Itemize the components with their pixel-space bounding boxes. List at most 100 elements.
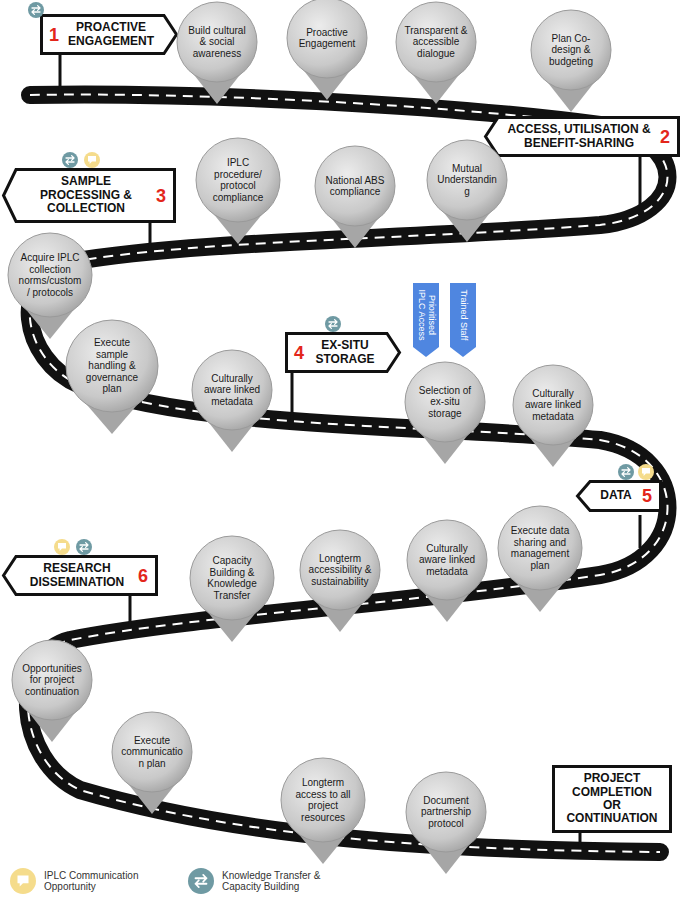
stage-sign: SAMPLE PROCESSING & COLLECTION3 [2,168,176,223]
map-pin: Plan Co-design & budgeting [530,9,612,113]
knowledge-transfer-icon [62,152,78,168]
stage-number: 5 [642,487,652,505]
map-pin: Longterm access to all project resources [280,757,366,865]
pin-label: Build cultural & social awareness [185,25,249,60]
sign-post [639,515,642,548]
pin-label: IPLC procedure/ protocol compliance [206,157,270,203]
map-pin: Culturally aware linked metadata [512,364,594,468]
legend-icon [8,866,38,896]
stage-sign: PROACTIVE ENGAGEMENT1 [40,14,178,55]
map-pin: Transparent & accessible dialogue [395,1,477,105]
pin-label: Longterm accessibility & sustainability [308,553,372,588]
pin-head [315,146,395,226]
map-pin: Execute communication plan [111,711,193,815]
iplc-communication-icon [638,464,654,480]
legend-label: IPLC Communication Opportunity [44,870,156,893]
knowledge-transfer-icon [28,2,44,18]
pin-head [112,712,192,792]
flag-tag: Trained Staff [450,283,476,357]
iplc-communication-icon [54,539,70,555]
map-pin: Execute sample handling & governance pla… [65,319,159,435]
pin-head [406,772,486,852]
pin-head [192,350,272,430]
map-pin: Longterm accessibility & sustainability [299,529,381,633]
stage-title: ACCESS, UTILISATION & BENEFIT-SHARING [504,123,654,150]
pin-head [407,520,487,600]
pin-label: Longterm access to all project resources [291,777,355,823]
iplc-communication-icon [54,539,70,555]
sign-outline [4,170,175,222]
pin-head [8,233,92,317]
knowledge-transfer-icon [76,539,92,555]
legend-swatch [10,868,36,894]
pin-label: Transparent & accessible dialogue [404,25,468,60]
stage-number: 6 [138,567,148,585]
stage-title: DATA [596,489,636,502]
tag-label: Trained Staff [458,287,468,343]
map-pin: Culturally aware linked metadata [406,519,488,623]
stage-sign: RESEARCH DISSEMINATION6 [2,555,158,596]
pin-head [190,536,274,620]
stage-number: 3 [156,187,166,205]
sign-outline [554,767,671,832]
pin-head [287,0,367,78]
pin-head [396,2,476,82]
map-pin: Acquire IPLC collection norms/custom/ pr… [7,232,93,340]
pin-head [513,365,593,445]
pin-label: Capacity Building & Knowledge Transfer [200,555,264,601]
legend-entry: Knowledge Transfer & Capacity Building [186,866,334,896]
map-pin: Execute data sharing and management plan [497,505,583,613]
sign-post [291,365,294,425]
icon-glyph [329,320,337,329]
tag-label: Prioritised IPLC Access [416,287,436,343]
map-pin: National ABS compliance [314,145,396,249]
map-pin: Selection of ex-situ storage [404,361,486,465]
pin-head [498,506,582,590]
map-pin: Mutual Understanding [426,139,508,243]
pin-head [196,138,280,222]
pin-label: Plan Co-design & budgeting [539,33,603,68]
pin-label: Execute communication plan [120,735,184,770]
map-pin: IPLC procedure/ protocol compliance [195,137,281,245]
legend-entry: IPLC Communication Opportunity [8,866,156,896]
knowledge-transfer-icon [618,464,634,480]
legend-glyph [18,876,29,887]
legend-icon [186,866,216,896]
iplc-communication-icon [84,152,100,168]
pin-label: Execute sample handling & governance pla… [80,337,144,395]
knowledge-transfer-icon [325,316,341,332]
pin-label: Culturally aware linked metadata [200,373,264,408]
stage-number: 4 [294,344,304,362]
stage-title: PROACTIVE ENGAGEMENT [65,21,157,48]
icon-glyph [32,6,40,15]
pin-head [12,640,92,720]
pin-head [66,320,158,412]
pin-label: Document partnership protocol [414,795,478,830]
icon-glyph [58,543,66,551]
tag-shape [413,283,439,357]
map-pin: Document partnership protocol [405,771,487,875]
pin-head [405,362,485,442]
pin-label: Culturally aware linked metadata [521,388,585,423]
sign-outline [578,482,661,511]
sign-outline [287,334,400,372]
stage-title: PROJECT COMPLETION OR CONTINUATION [562,772,662,826]
iplc-communication-icon [638,464,654,480]
legend-swatch [188,868,214,894]
stage-sign: EX-SITU STORAGE 4 [285,332,401,373]
pin-label: Mutual Understanding [435,163,499,198]
pin-head [427,140,507,220]
map-pin: Capacity Building & Knowledge Transfer [189,535,275,643]
icon-glyph [642,468,650,476]
sign-outline [42,16,177,54]
knowledge-transfer-icon [325,316,341,332]
map-pin: Culturally aware linked metadata [191,349,273,453]
pin-label: Execute data sharing and management plan [508,525,572,571]
stage-title: EX-SITU STORAGE [310,339,380,366]
pin-shape [286,0,368,101]
icon-glyph [88,156,96,164]
map-pin: Opportunities for project continuation [11,639,93,743]
stage-sign: PROJECT COMPLETION OR CONTINUATION [552,765,672,833]
icon-glyph [66,156,74,165]
